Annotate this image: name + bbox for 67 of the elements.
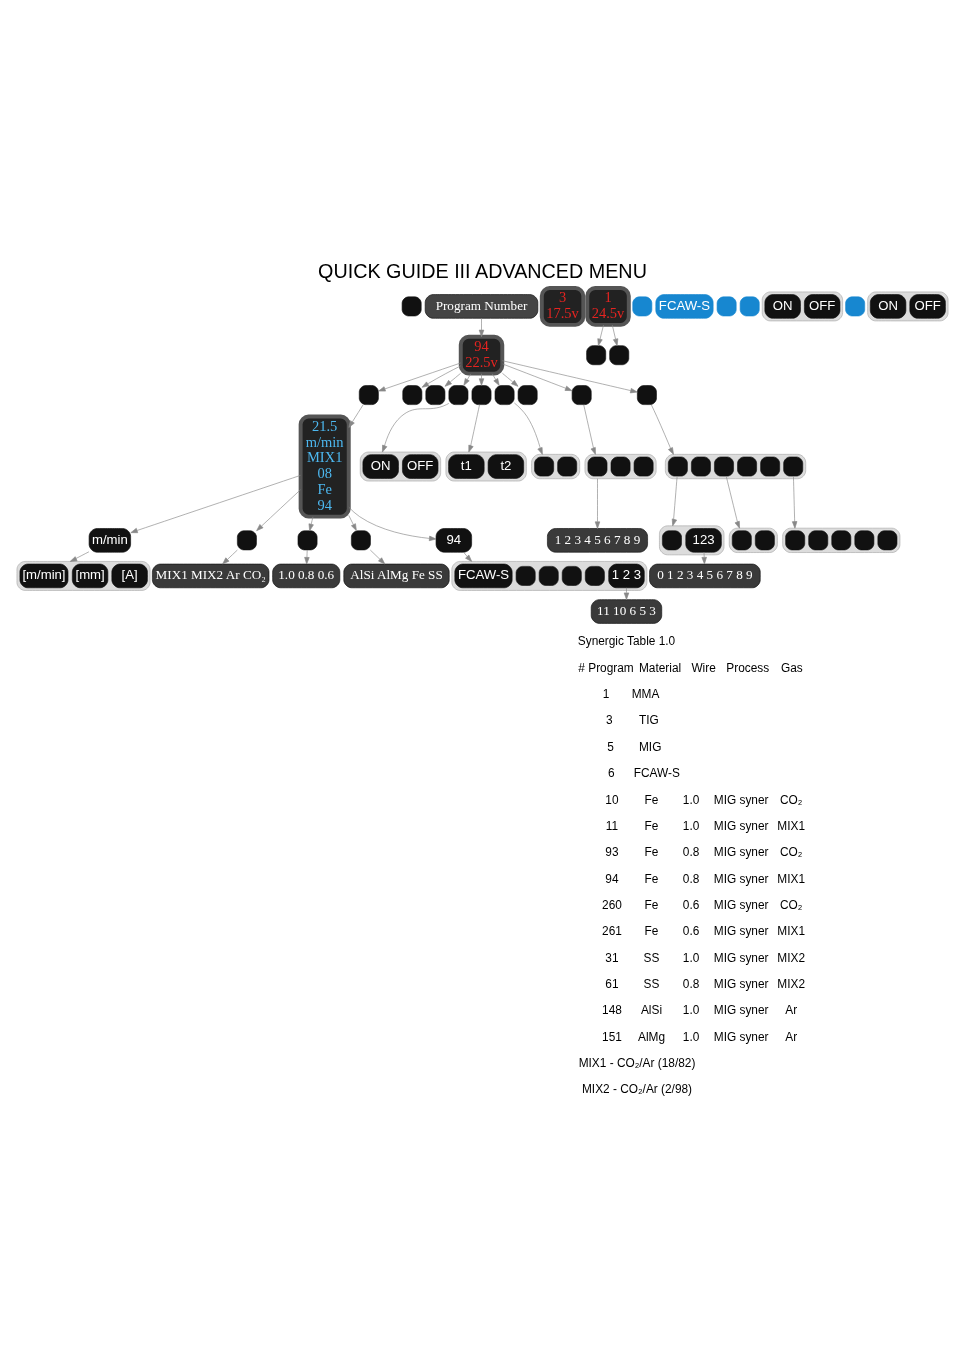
label: 261	[601, 924, 622, 939]
label: MIX2	[776, 950, 805, 965]
label: MIX1	[776, 871, 805, 886]
label: Wire	[690, 660, 716, 675]
label: 1	[602, 687, 609, 702]
label: MIX1	[776, 818, 805, 833]
label: 0.8	[682, 977, 699, 992]
label: AlSi	[640, 1003, 662, 1018]
label: 1.0	[682, 792, 699, 807]
label: MIG syner	[713, 1029, 768, 1044]
label: MIG syner	[713, 845, 768, 860]
label: MIX1 - CO₂/Ar (18/82)	[578, 1056, 695, 1071]
label: MIG syner	[713, 818, 768, 833]
label: 93	[604, 845, 619, 860]
label: SS	[643, 950, 659, 965]
label: AlMg	[637, 1029, 665, 1044]
label: 148	[601, 1003, 622, 1018]
label: 94	[604, 871, 619, 886]
label: MIX2 - CO₂/Ar (2/98)	[581, 1082, 692, 1097]
label: CO₂	[779, 792, 802, 807]
label: Ar	[784, 1029, 797, 1044]
label: Process	[725, 660, 769, 675]
label: Fe	[644, 897, 658, 912]
label: MIX2	[776, 977, 805, 992]
label: Fe	[644, 792, 658, 807]
label: Fe	[644, 924, 658, 939]
label: TIG	[638, 713, 659, 728]
label: MIG	[638, 739, 661, 754]
label: Fe	[644, 871, 658, 886]
label: 0.8	[682, 871, 699, 886]
label: 0.6	[682, 897, 699, 912]
label: 11	[605, 818, 618, 833]
label: 151	[601, 1029, 622, 1044]
label: MMA	[631, 687, 659, 702]
label: 31	[604, 950, 619, 965]
label: MIG syner	[713, 897, 768, 912]
label: MIG syner	[713, 924, 768, 939]
label: 1.0	[682, 1003, 699, 1018]
label: # Program	[577, 660, 634, 675]
label: 1.0	[682, 950, 699, 965]
label: Ar	[784, 1003, 797, 1018]
label: Gas	[780, 660, 803, 675]
label: 1.0	[682, 818, 699, 833]
label: Fe	[644, 818, 658, 833]
label: 6	[607, 766, 615, 781]
label: Synergic Table 1.0	[577, 634, 675, 649]
label: CO₂	[779, 897, 802, 912]
label: SS	[643, 977, 659, 992]
label: MIG syner	[713, 977, 768, 992]
label: 5	[606, 739, 614, 754]
label: MIG syner	[713, 1003, 768, 1018]
label: 10	[604, 792, 619, 807]
label: FCAW-S	[633, 766, 680, 781]
label: MIG syner	[713, 871, 768, 886]
label: 0.8	[682, 845, 699, 860]
label: 260	[601, 897, 622, 912]
diagram-title: QUICK GUIDE III ADVANCED MENU	[317, 260, 647, 283]
label: 3	[605, 713, 613, 728]
label: CO₂	[779, 845, 802, 860]
label: MIG syner	[713, 950, 768, 965]
label: MIX1	[776, 924, 805, 939]
label: Material	[638, 660, 681, 675]
label: Fe	[644, 845, 658, 860]
label: 0.6	[682, 924, 699, 939]
label: MIG syner	[713, 792, 768, 807]
label: 1.0	[682, 1029, 699, 1044]
label: 61	[604, 977, 619, 992]
